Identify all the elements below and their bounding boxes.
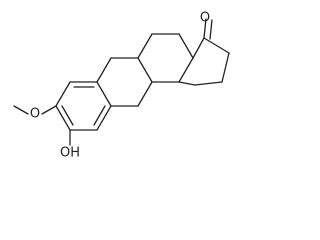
bond bbox=[96, 81, 112, 107]
bond bbox=[55, 105, 71, 131]
bond bbox=[96, 105, 112, 131]
double-bond-inner bbox=[61, 105, 74, 126]
bond bbox=[137, 81, 153, 107]
hydroxyl-label: OH bbox=[60, 146, 80, 161]
methoxy-bond bbox=[41, 105, 57, 115]
bond bbox=[194, 81, 223, 86]
bond bbox=[137, 33, 153, 59]
structure-diagram: O O OH bbox=[13, 11, 230, 161]
bond-lines bbox=[13, 18, 230, 146]
ketone-oxygen-label: O bbox=[200, 11, 210, 26]
methoxy-oxygen-label: O bbox=[30, 107, 40, 122]
bond bbox=[178, 33, 194, 59]
carbonyl-bond bbox=[209, 19, 213, 40]
bond bbox=[137, 57, 153, 83]
molecule-canvas: O O OH bbox=[13, 11, 230, 161]
methyl-bond bbox=[13, 105, 29, 115]
bond bbox=[221, 52, 230, 83]
double-bond-inner bbox=[93, 105, 106, 126]
bond bbox=[203, 37, 230, 54]
bond bbox=[178, 57, 194, 83]
carbonyl-bond bbox=[203, 18, 207, 39]
bond bbox=[96, 57, 112, 83]
bond bbox=[178, 81, 196, 86]
bond bbox=[55, 81, 71, 107]
bond bbox=[192, 37, 205, 59]
